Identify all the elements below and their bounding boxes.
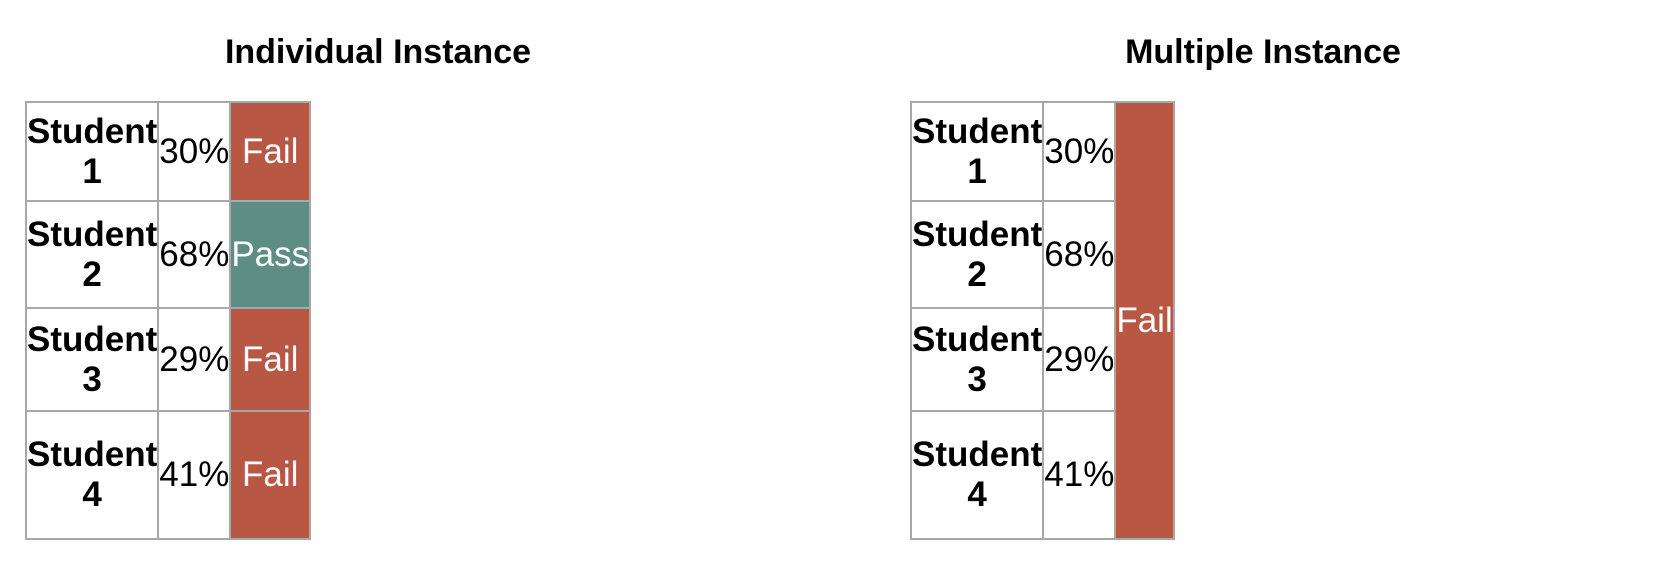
result-cell-fail: Fail [229,410,312,540]
result-cell-pass: Pass [229,200,312,309]
student-name-cell: Student 1 [24,101,160,202]
score-cell: 68% [157,200,232,309]
score-cell: 29% [157,307,232,412]
result-cell-fail: Fail [229,307,312,412]
table-row: Student 3 29% [909,307,1174,412]
group-result-cell-fail: Fail [1114,101,1175,540]
score-cell: 41% [1042,410,1117,540]
multiple-instance-title: Multiple Instance [1125,33,1401,71]
student-name-cell: Student 4 [24,410,160,540]
table-row: Student 2 68% Pass [24,200,312,309]
multiple-instance-table: Student 1 30% Fail Student 2 68% Student… [909,101,1175,540]
score-cell: 30% [1042,101,1117,202]
student-name-cell: Student 2 [24,200,160,309]
score-cell: 30% [157,101,232,202]
result-cell-fail: Fail [229,101,312,202]
student-name-cell: Student 4 [909,410,1045,540]
table-row: Student 1 30% Fail [909,101,1175,540]
individual-instance-table: Student 1 30% Fail Student 2 68% Pass St… [24,101,312,540]
table-row: Student 4 41% Fail [24,410,312,540]
individual-instance-title: Individual Instance [224,33,532,71]
student-name-cell: Student 2 [909,200,1045,309]
table-row: Student 4 41% [909,410,1174,540]
student-name-cell: Student 3 [24,307,160,412]
table-row: Student 1 30% Fail [24,101,312,202]
score-cell: 29% [1042,307,1117,412]
table-row: Student 2 68% [909,200,1174,309]
student-name-cell: Student 1 [909,101,1045,202]
score-cell: 68% [1042,200,1117,309]
table-row: Student 3 29% Fail [24,307,312,412]
score-cell: 41% [157,410,232,540]
student-name-cell: Student 3 [909,307,1045,412]
